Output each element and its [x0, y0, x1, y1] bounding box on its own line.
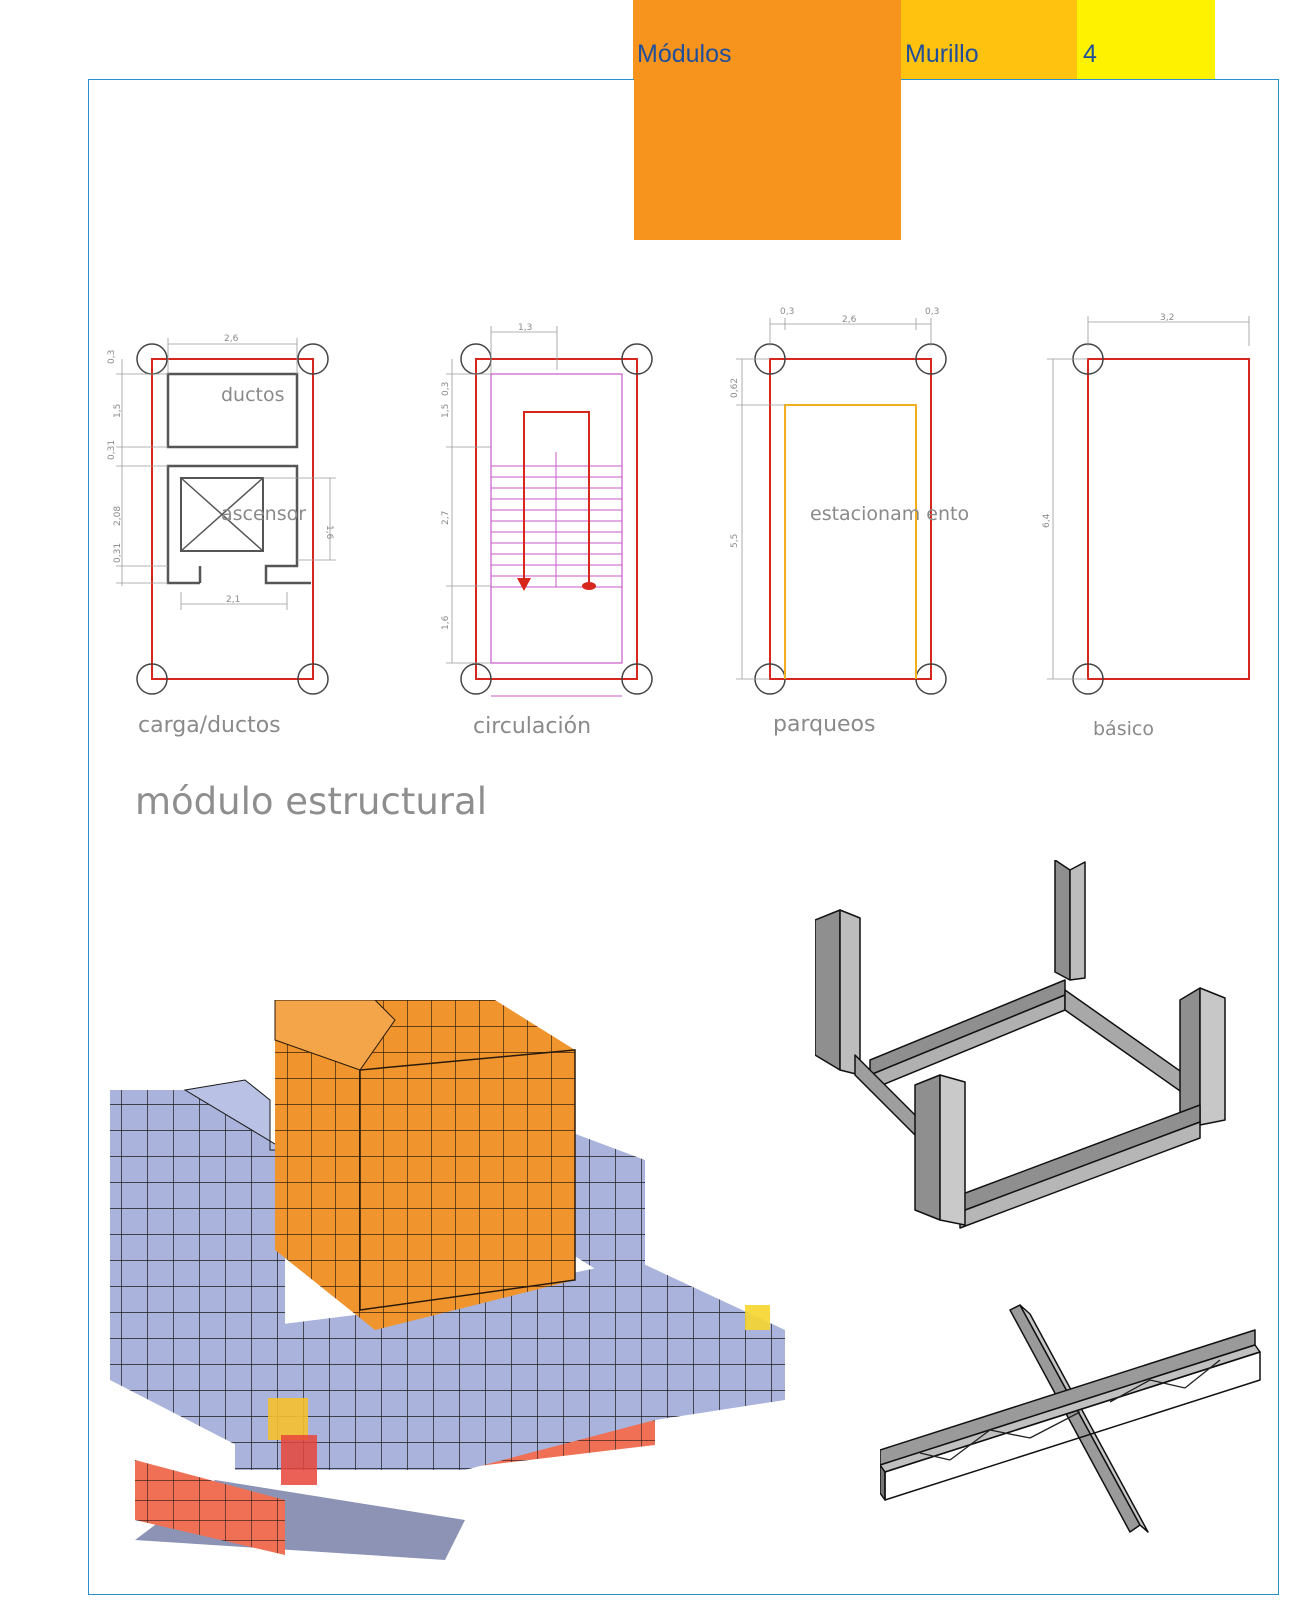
dim-label: 1,5 [441, 404, 451, 418]
room-label-estacionamiento: estacionam ento [810, 503, 969, 525]
dim-label: 0,3 [441, 382, 451, 396]
dim-label: 3,2 [1160, 313, 1174, 323]
caption-circulacion: circulación [473, 714, 592, 739]
plan-circulacion: 1,3 0,3 1,5 2,7 1,6 [441, 323, 653, 697]
dim-label: 0,31 [113, 543, 123, 563]
dim-label: 0,3 [780, 307, 794, 317]
section-title: módulo estructural [135, 780, 487, 823]
header-author: Murillo [901, 0, 1077, 79]
caption-parqueos: parqueos [773, 712, 876, 737]
dim-label: 0,3 [925, 307, 939, 317]
building-massing-illustration [110, 1000, 785, 1560]
dim-label: 2,6 [224, 334, 239, 344]
orange-accent-block [634, 79, 901, 240]
plan-carga-ductos: 2,6 0,3 1,5 0,31 2,08 0,31 1,6 2,1 ducto… [107, 334, 336, 695]
dim-label: 1,6 [441, 615, 451, 630]
dim-label: 0,31 [107, 440, 117, 460]
header-author-label: Murillo [905, 40, 979, 68]
plan-parqueos: 0,3 2,6 0,3 0,62 5,5 estacionam ento [730, 307, 969, 695]
dim-label: 2,6 [842, 315, 857, 325]
header-section: Módulos [633, 0, 901, 79]
room-label-ductos: ductos [221, 384, 285, 406]
steel-frame-module [815, 860, 1226, 1229]
dim-label: 6,4 [1042, 513, 1052, 528]
header-page: 4 [1077, 0, 1215, 79]
dim-label: 1,5 [113, 404, 123, 418]
dim-label: 2,08 [113, 506, 123, 526]
dim-label: 2,1 [226, 595, 240, 605]
dim-label: 5,5 [730, 534, 740, 548]
dim-label: 0,3 [107, 350, 117, 364]
plan-basico: 3,2 6,4 [1042, 313, 1250, 695]
dim-label: 0,62 [730, 378, 740, 398]
cross-truss-module [880, 1304, 1261, 1533]
caption-basico: básico [1093, 718, 1154, 740]
module-plans: 2,6 0,3 1,5 0,31 2,08 0,31 1,6 2,1 ducto… [107, 307, 1250, 697]
dim-label: 2,7 [441, 511, 451, 525]
stair-treads [491, 452, 622, 697]
header-section-label: Módulos [637, 40, 732, 68]
room-label-ascensor: ascensor [221, 503, 306, 525]
dim-label: 1,3 [518, 323, 532, 333]
dim-label: 1,6 [324, 525, 334, 540]
caption-carga-ductos: carga/ductos [138, 713, 281, 738]
page-number: 4 [1083, 40, 1097, 68]
